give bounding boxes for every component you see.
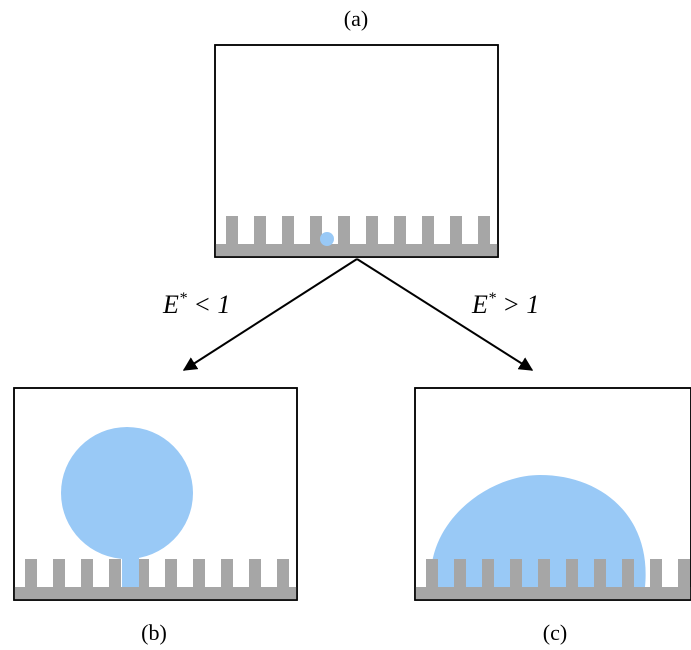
- panel-a-label: (a): [344, 6, 368, 31]
- pillar: [478, 216, 490, 244]
- panel-b-label: (b): [141, 620, 167, 645]
- panel-c: [415, 388, 691, 600]
- pillar: [165, 559, 177, 587]
- pillar: [394, 216, 406, 244]
- pillar: [422, 216, 434, 244]
- pillar: [226, 216, 238, 244]
- pillar: [482, 559, 494, 587]
- pillar: [622, 559, 634, 587]
- right-arrow-label: E* > 1: [471, 290, 539, 319]
- pillar: [338, 216, 350, 244]
- pillar: [594, 559, 606, 587]
- pillar: [254, 216, 266, 244]
- pillar: [53, 559, 65, 587]
- pillar: [650, 559, 662, 587]
- pillar: [277, 559, 289, 587]
- pillar: [109, 559, 121, 587]
- pillar: [282, 216, 294, 244]
- pillar: [366, 216, 378, 244]
- pillar: [426, 559, 438, 587]
- pillar: [510, 559, 522, 587]
- pillar: [193, 559, 205, 587]
- pillar: [454, 559, 466, 587]
- substrate-base: [215, 244, 498, 257]
- cassie-droplet: [61, 427, 193, 559]
- droplet-stem: [122, 556, 139, 587]
- pillar: [81, 559, 93, 587]
- substrate-base: [415, 587, 691, 600]
- panel-a: [215, 45, 498, 257]
- panel-c-label: (c): [543, 620, 567, 645]
- pillar: [221, 559, 233, 587]
- substrate-base: [14, 587, 297, 600]
- pillar: [249, 559, 261, 587]
- pillar: [25, 559, 37, 587]
- pillar: [538, 559, 550, 587]
- panel-b: [14, 388, 297, 600]
- pillar: [566, 559, 578, 587]
- pillar: [678, 559, 690, 587]
- pillar: [450, 216, 462, 244]
- small-droplet: [320, 232, 334, 246]
- left-arrow-label: E* < 1: [162, 290, 230, 319]
